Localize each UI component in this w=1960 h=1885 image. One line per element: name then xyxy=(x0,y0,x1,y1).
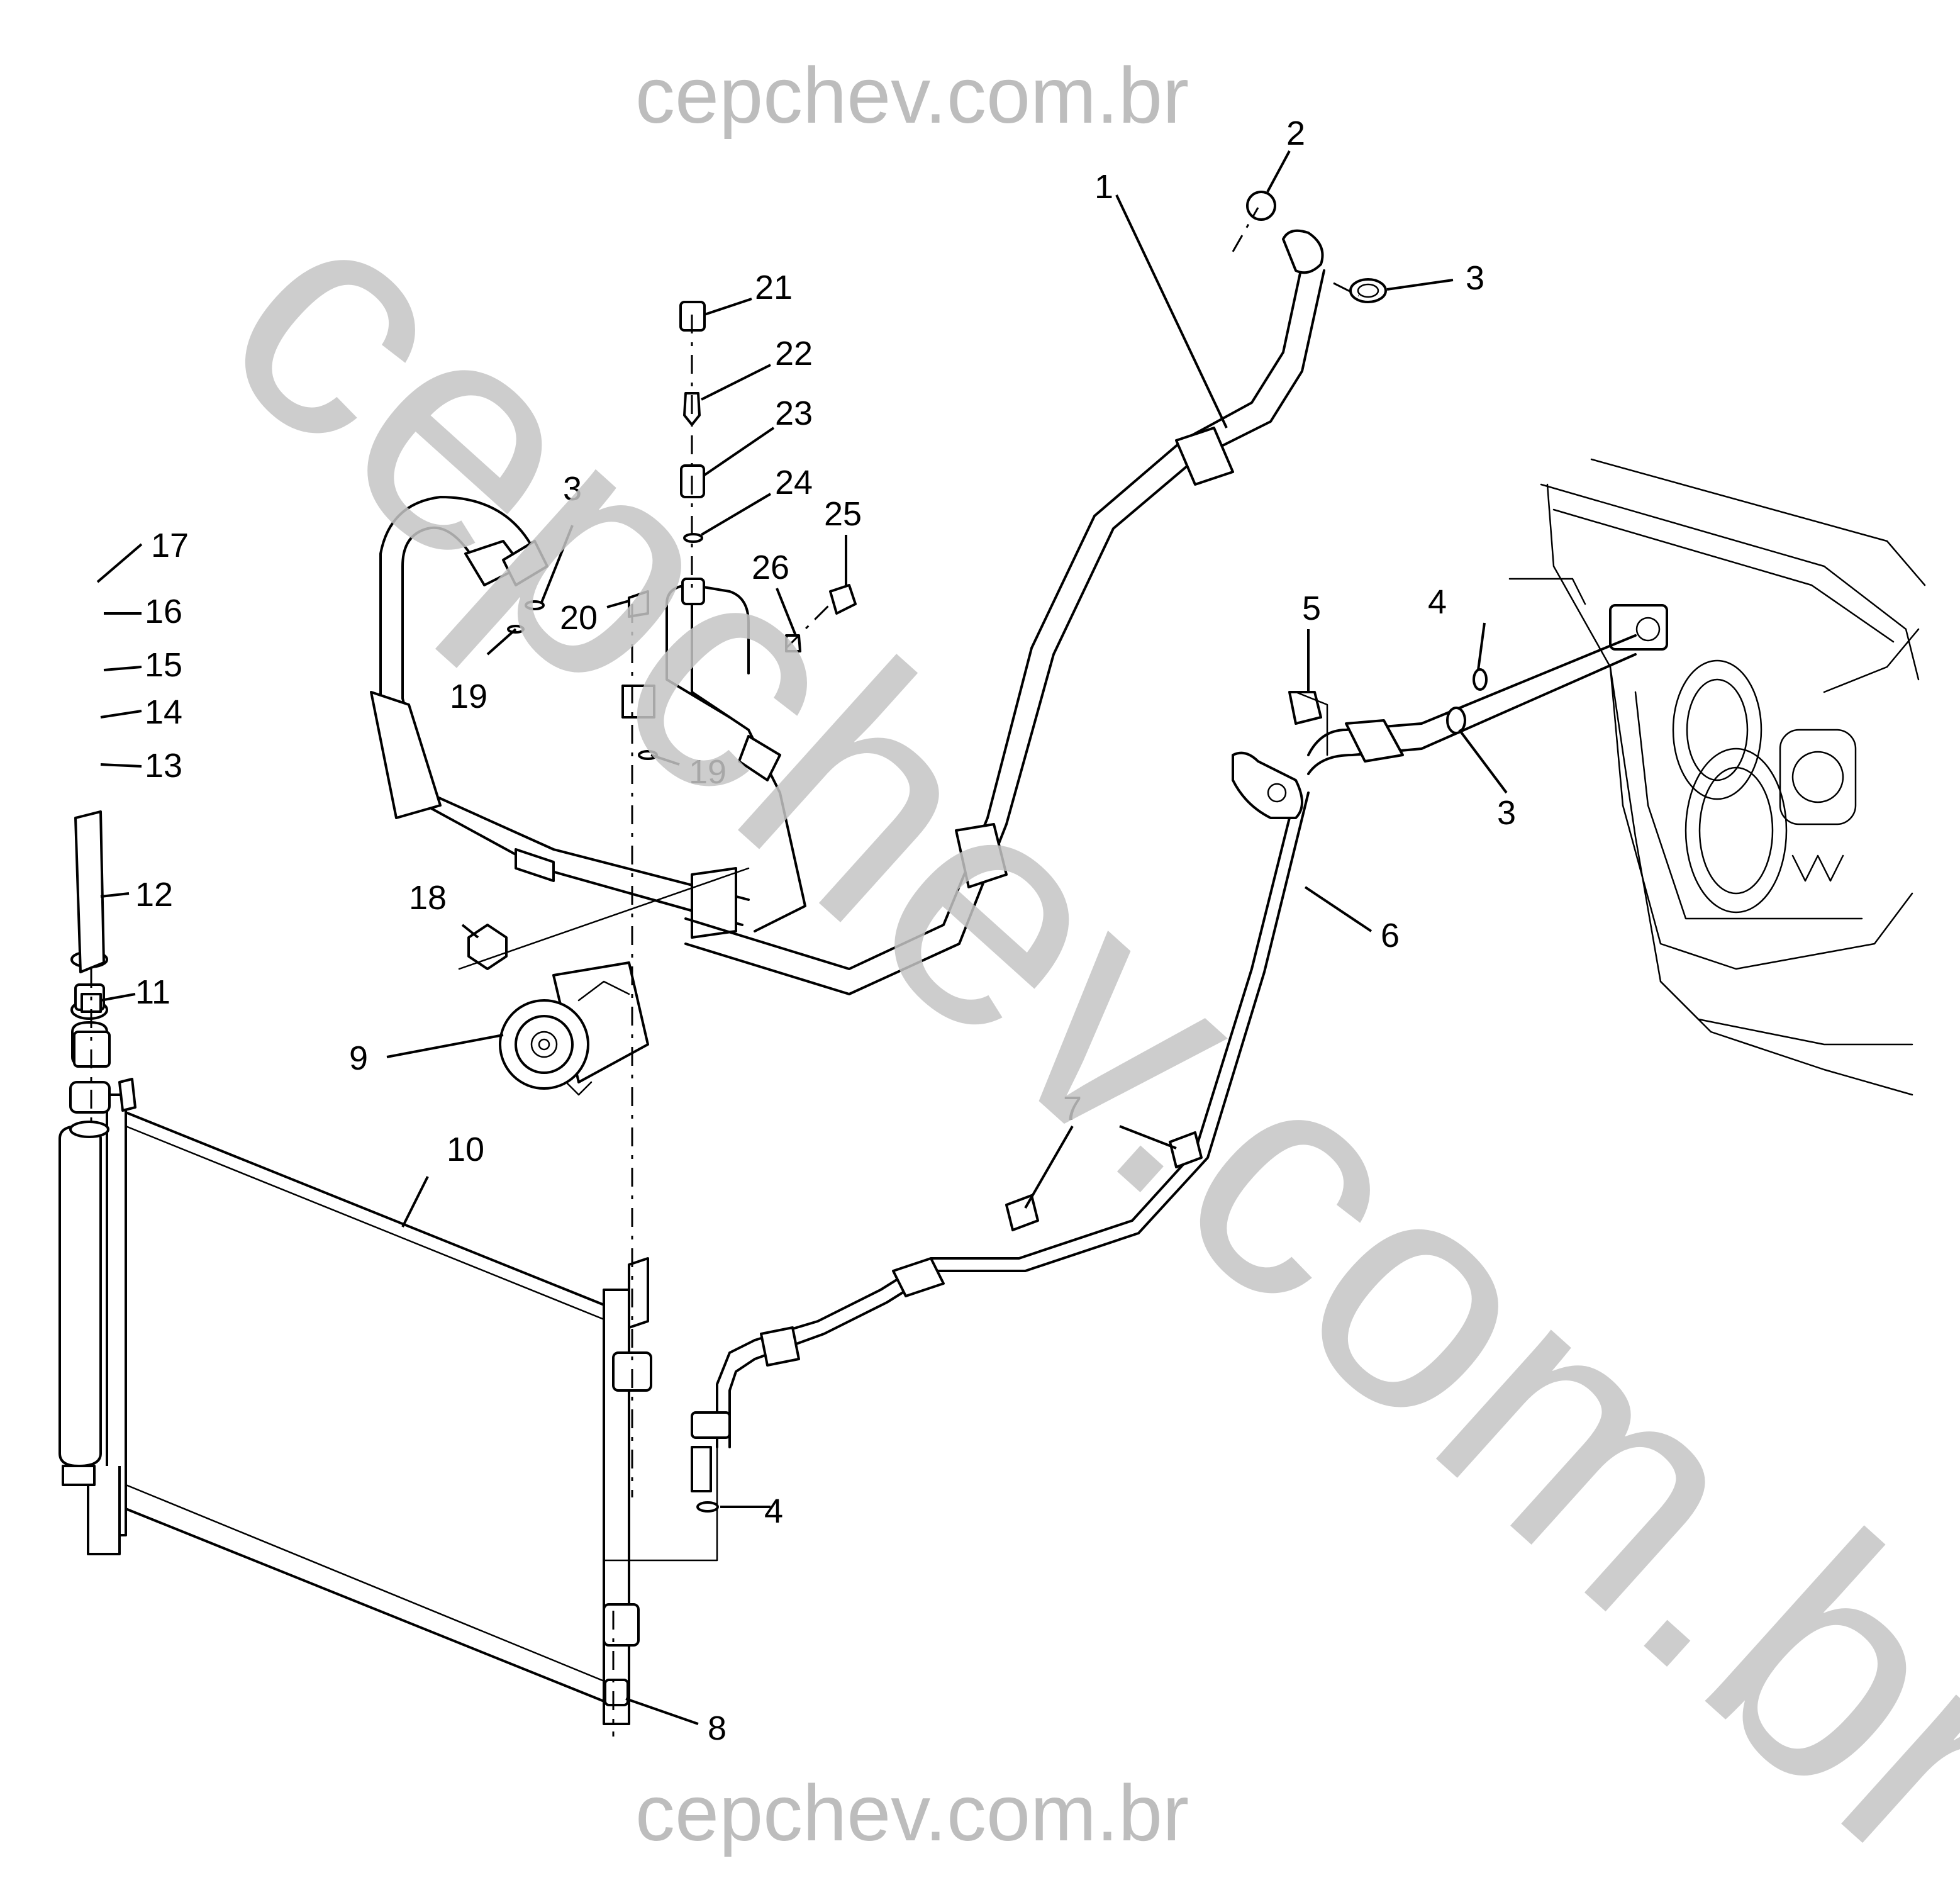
callout-24: 24 xyxy=(775,464,813,501)
o-ring-13 xyxy=(69,1121,109,1138)
o-ring-4-top xyxy=(1473,668,1488,691)
callout-4-top: 4 xyxy=(1428,583,1447,621)
service-valve-stack xyxy=(628,301,857,652)
callout-14: 14 xyxy=(145,693,182,731)
callout-17: 17 xyxy=(151,527,189,564)
callout-22: 22 xyxy=(775,335,813,372)
callout-11: 11 xyxy=(135,973,170,1011)
hose-1-crimp xyxy=(1175,427,1234,486)
nut-18 xyxy=(467,924,508,970)
callout-3-right: 3 xyxy=(1497,794,1516,832)
callout-16: 16 xyxy=(145,593,182,630)
callout-3-top: 3 xyxy=(1466,259,1484,297)
o-ring-24 xyxy=(683,533,703,543)
callout-20: 20 xyxy=(560,599,598,637)
callout-19-right: 19 xyxy=(689,753,727,791)
o-ring-3-top xyxy=(1349,278,1387,303)
nut-5 xyxy=(1288,691,1322,725)
hose-1 xyxy=(684,191,1387,995)
leader-lines xyxy=(96,150,1508,1725)
callout-4-bottom: 4 xyxy=(764,1492,783,1530)
o-ring-3-left xyxy=(525,600,545,610)
callout-1: 1 xyxy=(1094,168,1113,206)
callout-19-left: 19 xyxy=(450,678,487,715)
clip-7b xyxy=(1169,1131,1203,1168)
callout-25: 25 xyxy=(824,495,862,533)
callout-18: 18 xyxy=(409,879,447,917)
o-ring-3-right xyxy=(1446,707,1466,734)
callout-8: 8 xyxy=(708,1709,727,1747)
callout-5: 5 xyxy=(1302,590,1321,627)
compressor-hose-assembly xyxy=(370,496,806,939)
plug-14 xyxy=(69,1081,111,1114)
callout-21: 21 xyxy=(755,269,793,306)
condenser xyxy=(106,1078,630,1725)
callout-6: 6 xyxy=(1381,917,1400,954)
callout-12: 12 xyxy=(135,876,173,914)
nut-2 xyxy=(1246,191,1276,221)
callout-9: 9 xyxy=(349,1039,368,1077)
callout-13: 13 xyxy=(145,747,182,785)
callout-26: 26 xyxy=(752,549,789,586)
desiccant-12 xyxy=(74,810,105,973)
clip-7a xyxy=(1005,1194,1039,1231)
receiver-dryer xyxy=(58,810,121,1555)
o-ring-4-bottom xyxy=(696,1501,719,1513)
nut-8 xyxy=(604,1679,629,1706)
firewall-port-block xyxy=(1609,604,1668,651)
callout-7: 7 xyxy=(1063,1090,1082,1127)
callout-15: 15 xyxy=(145,646,182,684)
watermark-top: cepchev.com.br xyxy=(635,51,1189,140)
assembly-lines xyxy=(458,207,1359,1737)
callout-3-left: 3 xyxy=(563,470,582,508)
sensor-25 xyxy=(829,584,857,615)
compressor xyxy=(499,961,649,1096)
line-6 xyxy=(507,600,1637,1513)
callout-labels: 1 2 3 3 3 4 4 5 6 7 8 9 10 11 12 13 14 1… xyxy=(135,115,1516,1747)
callout-10: 10 xyxy=(447,1131,484,1168)
callout-23: 23 xyxy=(775,394,813,432)
callout-2: 2 xyxy=(1286,115,1305,152)
nut-20 xyxy=(628,590,649,618)
watermark-bottom: cepchev.com.br xyxy=(635,1769,1189,1857)
o-ring-19b xyxy=(638,750,658,760)
firewall-body-panel xyxy=(1508,458,1926,1096)
